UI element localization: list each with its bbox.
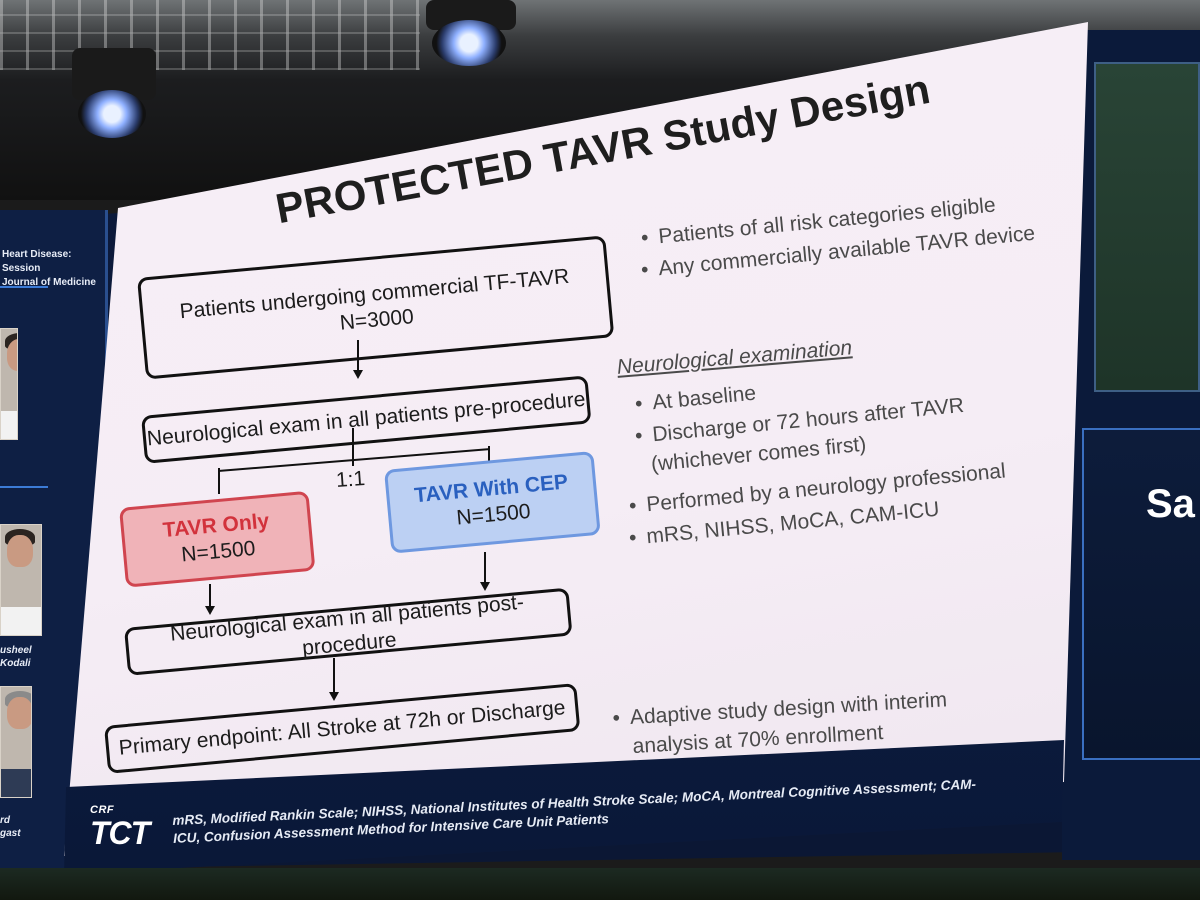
speaker-name-line: usheel bbox=[0, 645, 32, 656]
arm-count: N=1500 bbox=[455, 499, 532, 530]
right-info-box bbox=[1082, 428, 1200, 760]
connector-line bbox=[333, 658, 335, 694]
tct-logo-text: TCT bbox=[90, 815, 150, 851]
audience-area bbox=[0, 868, 1200, 900]
connector-line bbox=[352, 428, 354, 466]
speaker-name-line: rd bbox=[0, 815, 10, 826]
connector-line bbox=[488, 446, 490, 462]
tct-logo: CRF TCT bbox=[90, 804, 150, 851]
divider bbox=[0, 286, 48, 288]
session-title-line: Heart Disease: Session bbox=[2, 249, 72, 274]
connector-line bbox=[218, 468, 220, 494]
connector-line bbox=[357, 340, 359, 372]
speaker-photo bbox=[0, 686, 32, 798]
crf-logo-text: CRF bbox=[90, 804, 115, 816]
divider bbox=[0, 486, 48, 488]
speaker-photo bbox=[0, 524, 42, 636]
speaker-photo bbox=[0, 328, 18, 440]
randomization-ratio: 1:1 bbox=[335, 467, 366, 492]
enrollment-count: N=3000 bbox=[338, 305, 415, 335]
arrow-down-icon bbox=[480, 582, 490, 591]
arrow-down-icon bbox=[353, 370, 363, 379]
stage-light bbox=[432, 20, 506, 66]
arrow-down-icon bbox=[205, 606, 215, 615]
speaker-name-line: Kodali bbox=[0, 658, 31, 669]
lighting-truss bbox=[0, 0, 420, 70]
speaker-name: usheel Kodali bbox=[0, 644, 32, 670]
speaker-name-line: gast bbox=[0, 828, 21, 839]
stage-light bbox=[78, 90, 146, 138]
session-title-line: Journal of Medicine bbox=[2, 277, 96, 288]
arm-count: N=1500 bbox=[180, 536, 257, 567]
connector-line bbox=[209, 584, 211, 610]
speaker-name: rd gast bbox=[0, 814, 21, 840]
connector-line bbox=[484, 552, 486, 584]
right-panel-text: Sa bbox=[1146, 482, 1195, 526]
session-title: Heart Disease: Session Journal of Medici… bbox=[2, 248, 102, 290]
live-video-feed bbox=[1094, 62, 1200, 392]
arm-tavr-only: TAVR Only N=1500 bbox=[119, 490, 316, 588]
arrow-down-icon bbox=[329, 692, 339, 701]
